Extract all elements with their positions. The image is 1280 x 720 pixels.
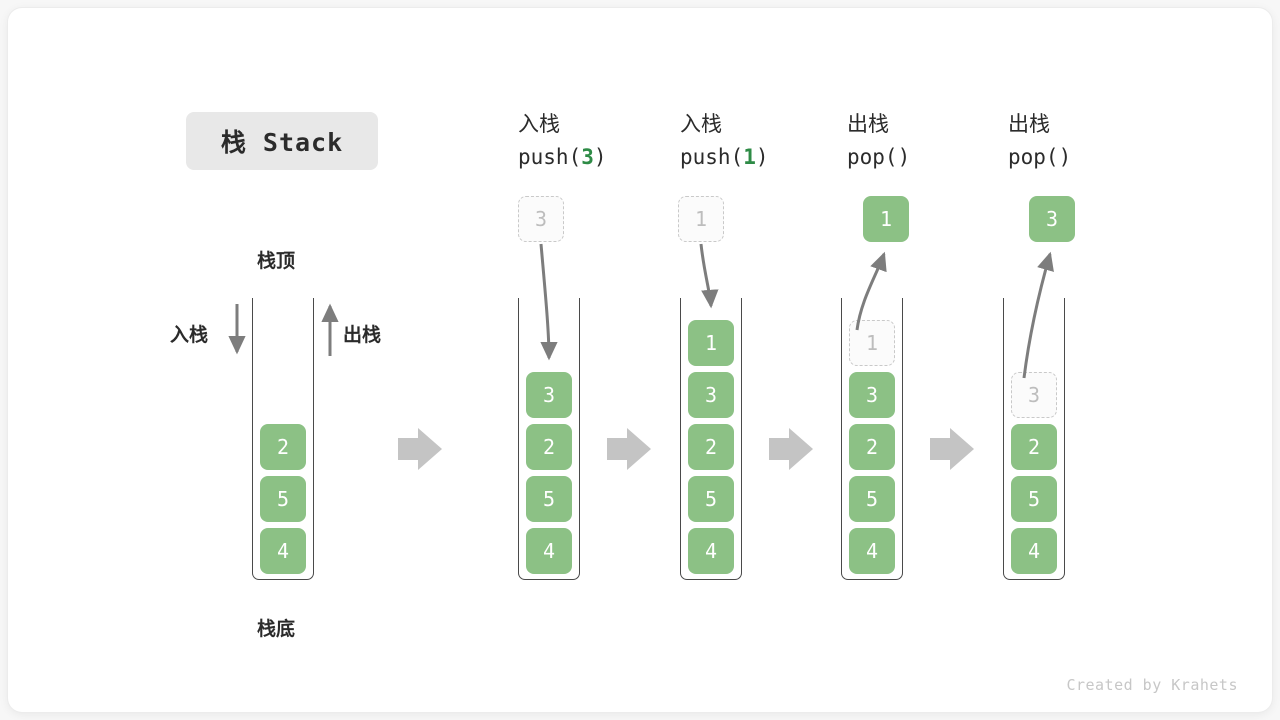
stack-cell: 5	[1011, 476, 1057, 522]
op-label-cn: 出栈	[847, 112, 889, 136]
stack-cell: 3	[849, 372, 895, 418]
stack-cell: 3	[688, 372, 734, 418]
footer-credit: Created by Krahets	[1066, 676, 1238, 694]
stack-cell: 5	[688, 476, 734, 522]
column-header-pop-3: 出栈 pop()	[1008, 108, 1168, 173]
stack-cell: 5	[849, 476, 895, 522]
stack-cell: 4	[1011, 528, 1057, 574]
column-header-push-3: 入栈 push(3)	[518, 108, 678, 173]
code-prefix: push(	[518, 144, 582, 169]
stack-frame-push-1	[680, 298, 742, 580]
stack-frame-pop-1	[841, 298, 903, 580]
stack-cell-ghost: 3	[1011, 372, 1057, 418]
pop-direction-label: 出栈	[343, 324, 382, 346]
stack-cell: 1	[688, 320, 734, 366]
stack-cell: 4	[526, 528, 572, 574]
stack-cell: 2	[849, 424, 895, 470]
stack-cell: 2	[260, 424, 306, 470]
stack-cell: 3	[526, 372, 572, 418]
code-suffix: )	[897, 144, 911, 169]
floating-element-ghost: 3	[518, 196, 564, 242]
title-badge: 栈 Stack	[186, 112, 378, 170]
code-prefix: pop(	[847, 144, 898, 169]
code-arg: 1	[743, 144, 756, 169]
stack-cell: 2	[1011, 424, 1057, 470]
stack-cell: 4	[688, 528, 734, 574]
code-suffix: )	[1058, 144, 1072, 169]
code-suffix: )	[593, 144, 607, 169]
stack-cell: 2	[526, 424, 572, 470]
op-label-cn: 入栈	[518, 112, 560, 136]
floating-element-ghost: 1	[678, 196, 724, 242]
op-label-code: push(3)	[518, 141, 678, 174]
stack-bottom-label: 栈底	[257, 618, 296, 640]
column-header-push-1: 入栈 push(1)	[680, 108, 840, 173]
column-header-pop-1: 出栈 pop()	[847, 108, 1007, 173]
stack-frame-pop-3	[1003, 298, 1065, 580]
floating-element-popped: 1	[863, 196, 909, 242]
stack-frame-push-3	[518, 298, 580, 580]
op-label-cn: 入栈	[680, 112, 722, 136]
code-prefix: push(	[680, 144, 744, 169]
code-suffix: )	[755, 144, 769, 169]
stack-cell: 5	[526, 476, 572, 522]
op-label-code: pop()	[847, 141, 1007, 174]
code-arg: 3	[581, 144, 594, 169]
stack-cell: 2	[688, 424, 734, 470]
stack-top-label: 栈顶	[257, 250, 296, 272]
stack-cell: 4	[849, 528, 895, 574]
floating-element-popped: 3	[1029, 196, 1075, 242]
push-direction-label: 入栈	[170, 324, 209, 346]
stack-frame-initial	[252, 298, 314, 580]
code-prefix: pop(	[1008, 144, 1059, 169]
stack-cell: 4	[260, 528, 306, 574]
op-label-cn: 出栈	[1008, 112, 1050, 136]
op-label-code: pop()	[1008, 141, 1168, 174]
op-label-code: push(1)	[680, 141, 840, 174]
stack-cell-ghost: 1	[849, 320, 895, 366]
stack-cell: 5	[260, 476, 306, 522]
